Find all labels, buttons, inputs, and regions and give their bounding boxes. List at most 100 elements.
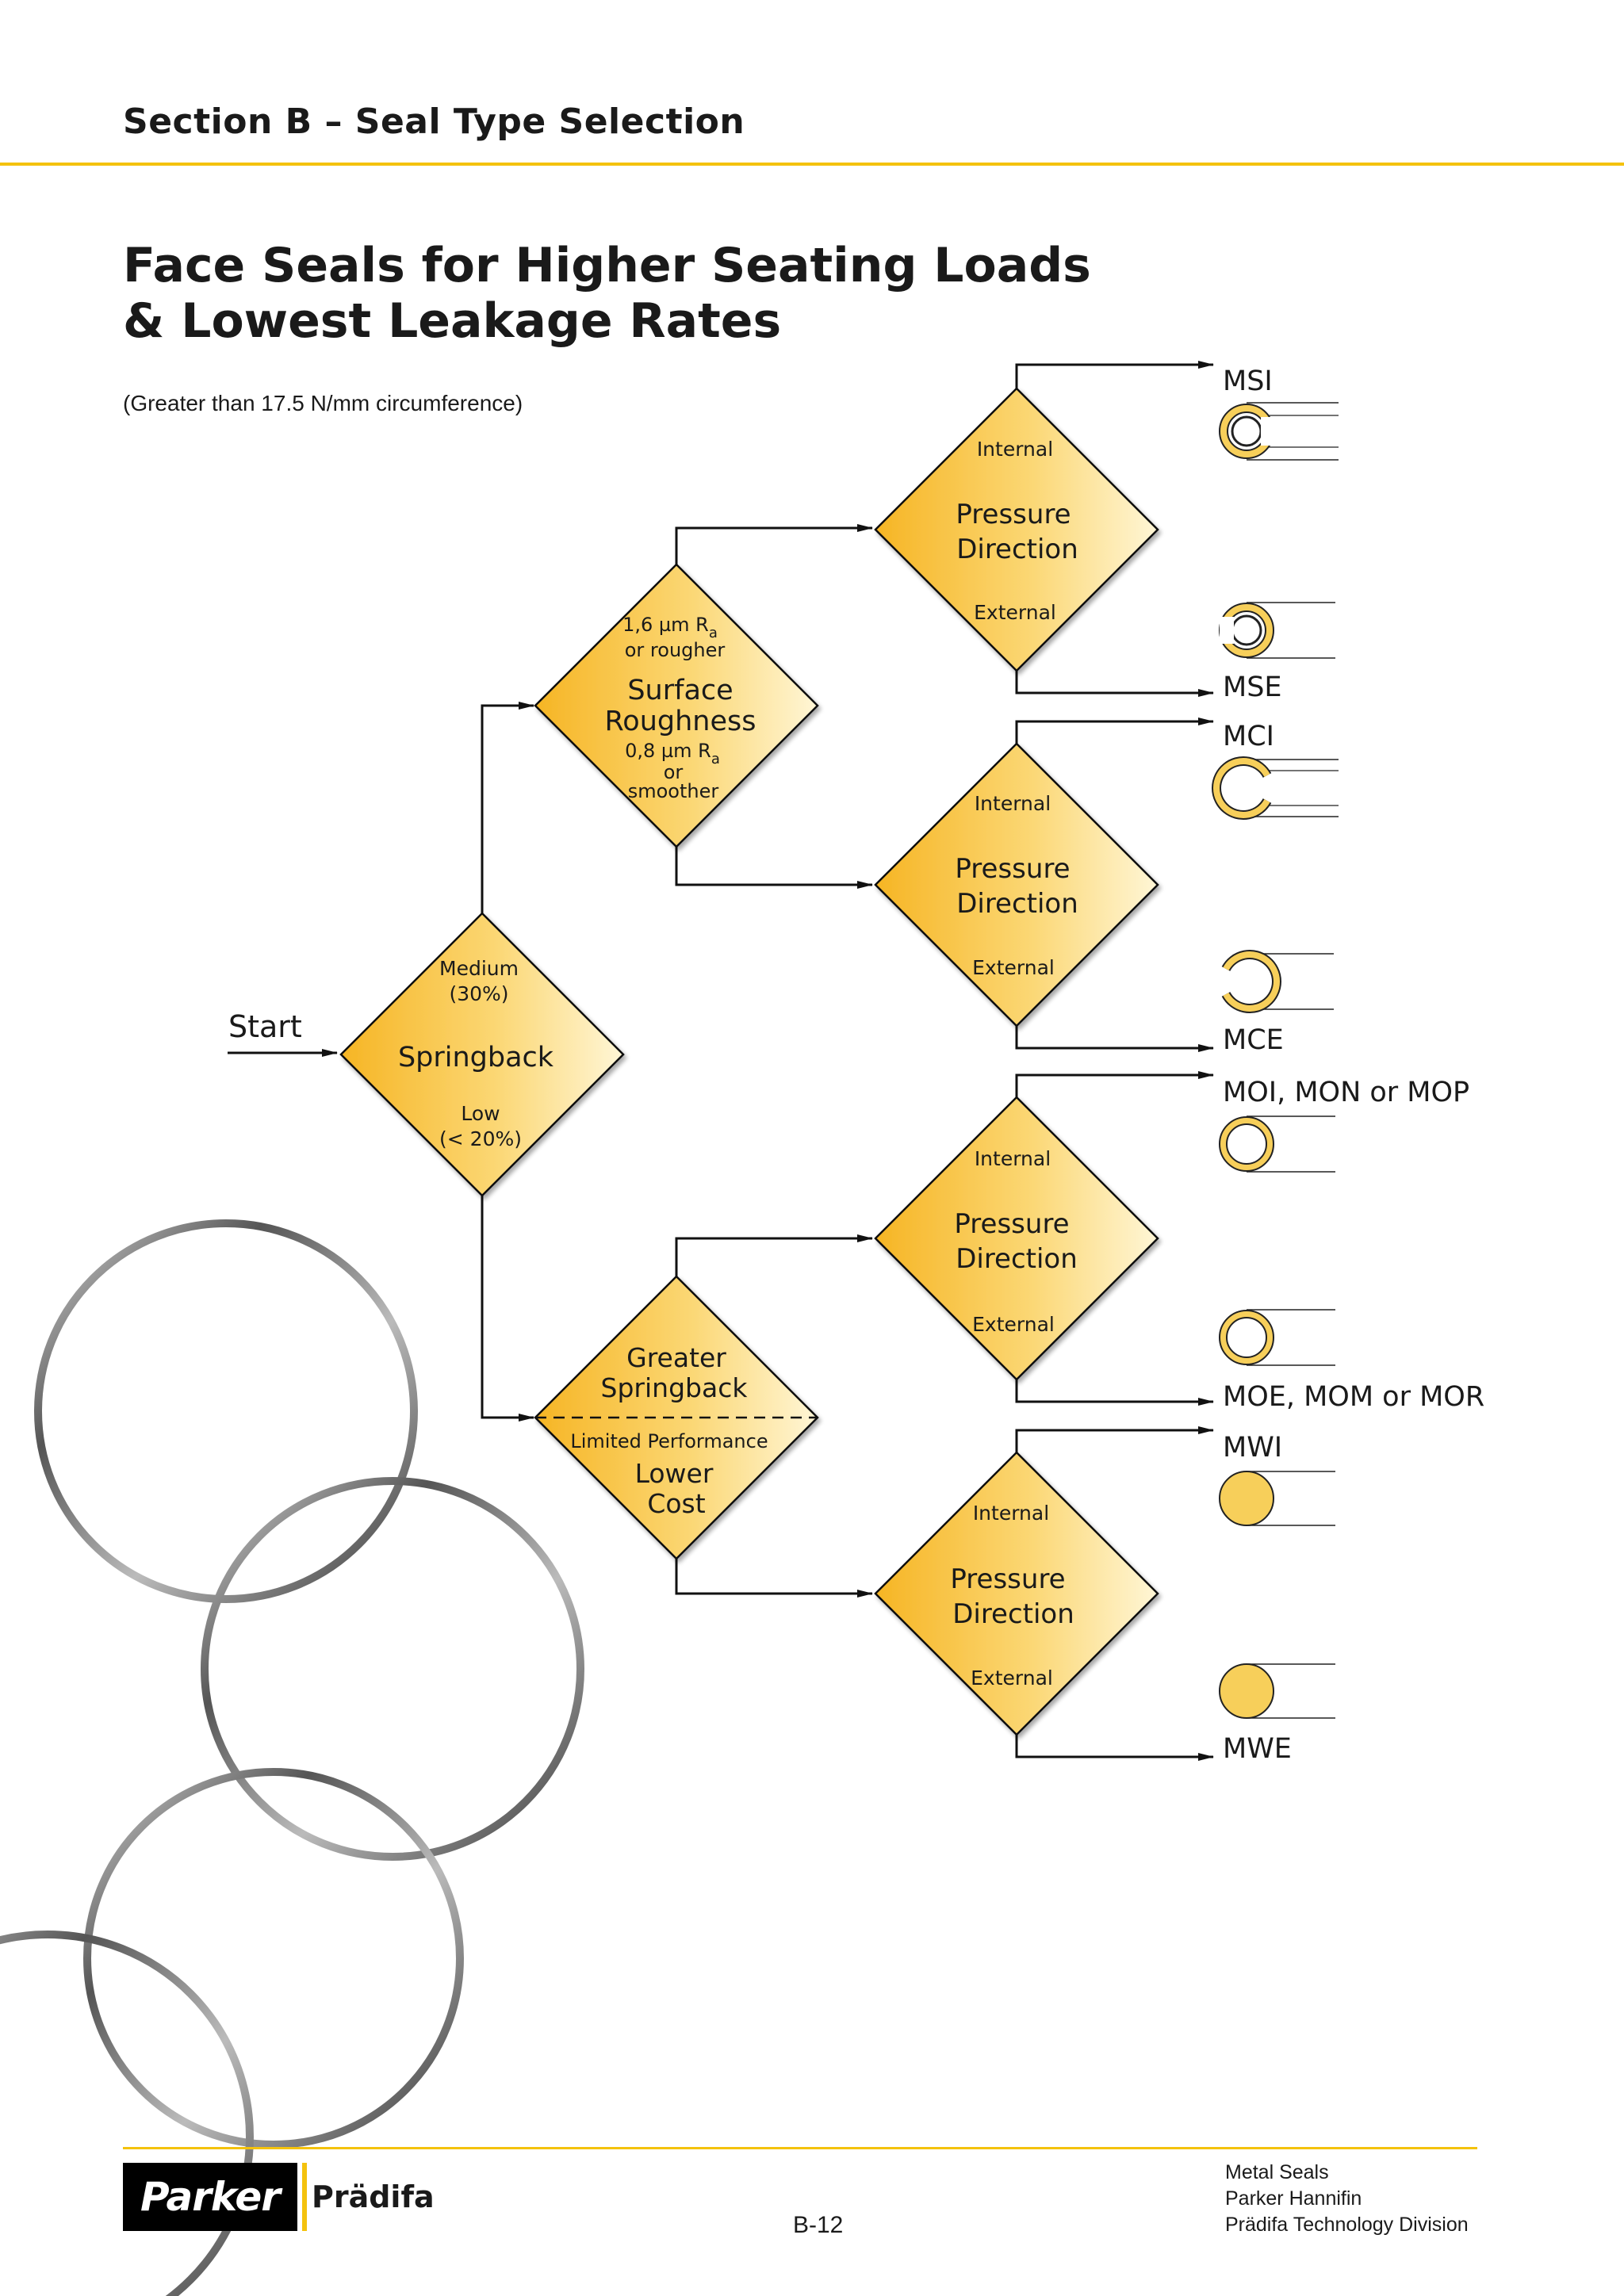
pressure2-external: External <box>972 956 1055 979</box>
outcome-mce: MCE <box>1223 1024 1284 1056</box>
pressure3-label-1: Pressure <box>954 1208 1069 1240</box>
metal-rings-photo <box>0 1219 584 2296</box>
pressure1-external: External <box>974 601 1056 624</box>
springback2-diamond <box>534 1275 819 1560</box>
connector-moe <box>1015 1380 1214 1406</box>
connector-mwe <box>1015 1735 1214 1761</box>
outcome-mci: MCI <box>1223 721 1274 752</box>
roughness-bottom-value: 0,8 µm R <box>625 740 711 762</box>
logo-divider <box>302 2163 307 2231</box>
springback2-label-4: Cost <box>647 1488 705 1519</box>
parker-logo-mark: Parker <box>123 2163 297 2231</box>
footer-info-line-3: Prädifa Technology Division <box>1225 2214 1469 2236</box>
title-line-2: & Lowest Leakage Rates <box>123 293 782 349</box>
roughness-label-2: Roughness <box>605 706 756 737</box>
outcome-moe: MOE, MOM or MOR <box>1223 1381 1484 1413</box>
pressure4-label-1: Pressure <box>950 1563 1065 1595</box>
connector-moi <box>1015 1071 1214 1097</box>
ring-3 <box>83 1768 464 2149</box>
pressure-diamond-3 <box>874 1096 1159 1381</box>
page-title: Face Seals for Higher Seating Loads & Lo… <box>123 238 1091 349</box>
outcome-moi: MOI, MON or MOP <box>1223 1077 1469 1108</box>
pressure2-label-1: Pressure <box>955 853 1070 885</box>
pressure4-label-2: Direction <box>952 1598 1074 1630</box>
pressure3-external: External <box>972 1313 1055 1336</box>
pressure1-label-1: Pressure <box>956 499 1071 530</box>
footer-info-line-1: Metal Seals <box>1225 2161 1329 2183</box>
springback2-mid: Limited Performance <box>570 1430 768 1452</box>
roughness-bottom2: or <box>664 761 684 783</box>
pressure1-internal: Internal <box>977 438 1053 461</box>
pressure1-label-2: Direction <box>956 534 1078 565</box>
start-label: Start <box>228 1009 302 1044</box>
roughness-top: 1,6 µm Ra <box>622 614 718 641</box>
springback-diamond <box>339 912 625 1197</box>
roughness-bottom: 0,8 µm Ra <box>625 740 720 767</box>
connector-mse <box>1015 671 1214 697</box>
seal-cross-section-icon <box>1219 1471 1335 1526</box>
connector-sb2-bottom <box>675 1559 873 1598</box>
roughness-top-sub: a <box>709 625 718 641</box>
parker-logo: Parker Prädifa <box>123 2163 435 2231</box>
seal-cross-section-icon <box>1212 756 1339 820</box>
springback2-label-1: Greater <box>626 1342 726 1373</box>
pressure2-internal: Internal <box>975 792 1051 815</box>
connector-to-springback2 <box>481 1196 534 1422</box>
title-line-1: Face Seals for Higher Seating Loads <box>123 238 1091 293</box>
seal-cross-section-icon <box>1219 602 1335 659</box>
pressure3-label-2: Direction <box>956 1243 1078 1275</box>
decision-diamonds <box>339 387 1159 1736</box>
roughness-bottom-sub: a <box>711 751 720 767</box>
pressure3-internal: Internal <box>975 1147 1051 1170</box>
springback-bottom: Low <box>461 1102 500 1125</box>
pressure4-external: External <box>971 1667 1053 1689</box>
ring-1 <box>34 1219 418 1603</box>
connector-mci <box>1015 718 1214 744</box>
outcome-mse: MSE <box>1223 672 1282 703</box>
roughness-diamond <box>534 563 819 848</box>
flow-connectors <box>228 361 1214 1761</box>
roughness-top2: or rougher <box>625 639 726 661</box>
ring-4 <box>0 1931 254 2296</box>
seal-cross-section-icons <box>1212 402 1339 1719</box>
page-number: B-12 <box>793 2212 844 2238</box>
springback-label: Springback <box>398 1042 554 1073</box>
connector-rough-top <box>675 524 873 564</box>
pressure-diamond-1 <box>874 387 1159 672</box>
ring-2 <box>201 1477 584 1861</box>
outcome-mwe: MWE <box>1223 1733 1292 1765</box>
seal-cross-section-icon <box>1219 1663 1335 1719</box>
connector-sb2-top <box>675 1234 873 1276</box>
springback-bottom2: (< 20%) <box>439 1127 522 1150</box>
pressure4-internal: Internal <box>973 1502 1049 1525</box>
connector-rough-bottom <box>675 847 873 889</box>
footer-rule <box>123 2147 1477 2149</box>
outcome-msi: MSI <box>1223 365 1273 397</box>
section-header: Section B – Seal Type Selection <box>123 101 745 142</box>
pressure2-label-2: Direction <box>956 888 1078 920</box>
connector-to-roughness <box>481 702 534 913</box>
logo-subbrand: Prädifa <box>312 2179 435 2214</box>
springback-top2: (30%) <box>449 982 508 1005</box>
seal-cross-section-icon <box>1219 402 1339 461</box>
header-rule <box>0 163 1624 166</box>
seal-cross-section-icon <box>1219 1309 1335 1366</box>
seal-cross-section-icon <box>1219 1115 1335 1173</box>
springback2-label-3: Lower <box>635 1458 714 1489</box>
roughness-top-value: 1,6 µm R <box>622 614 709 636</box>
springback2-label-2: Springback <box>601 1372 749 1403</box>
connector-mwi <box>1015 1426 1214 1452</box>
subtitle: (Greater than 17.5 N/mm circumference) <box>123 391 523 415</box>
outcome-mwi: MWI <box>1223 1432 1282 1464</box>
pressure-diamond-2 <box>874 742 1159 1027</box>
roughness-label-1: Surface <box>627 675 733 706</box>
footer-info-line-2: Parker Hannifin <box>1225 2187 1362 2210</box>
roughness-bottom3: smoother <box>628 780 719 802</box>
pressure-diamond-4 <box>874 1451 1159 1736</box>
springback-top: Medium <box>439 957 519 980</box>
footer-info: Metal Seals Parker Hannifin Prädifa Tech… <box>1225 2160 1469 2238</box>
connector-mce <box>1015 1026 1214 1052</box>
connector-msi <box>1015 361 1214 388</box>
seal-cross-section-icon <box>1221 950 1334 1013</box>
